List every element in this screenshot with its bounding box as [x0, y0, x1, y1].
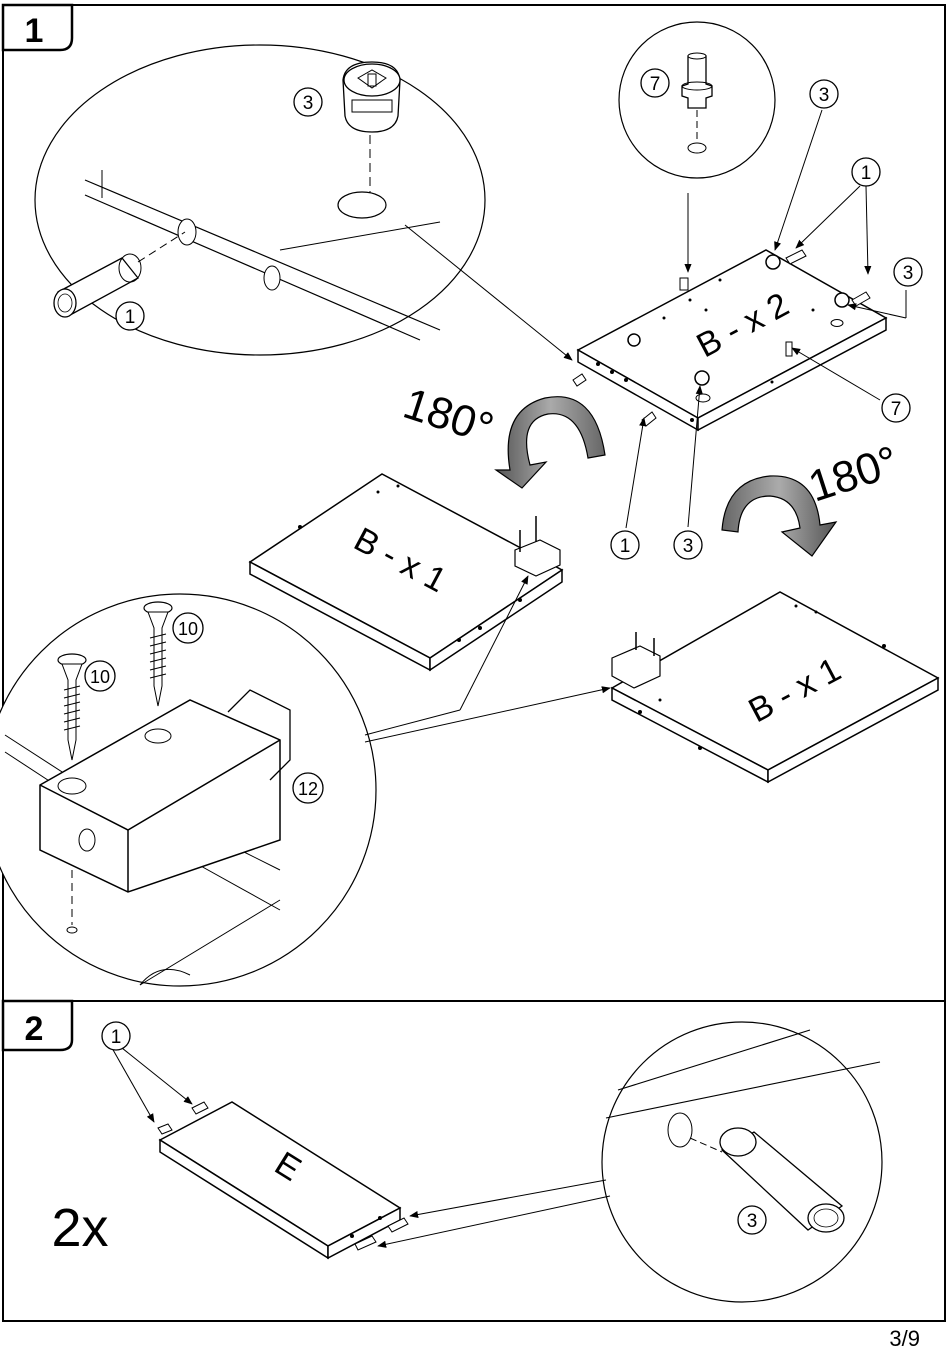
svg-text:1: 1	[861, 163, 872, 184]
rotation-arrow-left: 180°	[398, 379, 605, 488]
step-2-badge: 2	[3, 1001, 72, 1050]
svg-text:10: 10	[178, 619, 198, 639]
rotation-left-label: 180°	[398, 379, 500, 454]
callout-dowel-zoom: 1	[116, 302, 144, 330]
callout-bracket: 12	[293, 773, 323, 803]
svg-text:12: 12	[298, 779, 318, 799]
svg-text:3: 3	[747, 1211, 758, 1232]
page-number: 3/9	[889, 1326, 920, 1352]
panel-e: E	[158, 1102, 408, 1258]
zoom-dowel-step2	[602, 1022, 882, 1302]
svg-text:1: 1	[125, 307, 136, 328]
panel-b-x1-right: B - x 1	[612, 592, 938, 782]
svg-text:3: 3	[819, 85, 830, 106]
svg-text:1: 1	[620, 536, 631, 557]
svg-text:7: 7	[891, 399, 902, 420]
step-1-badge: 1	[3, 5, 72, 50]
callout-cam-mid: 3	[674, 531, 702, 559]
callout-pin-zoom: 7	[641, 69, 669, 97]
callout-cam-top-b: 3	[894, 258, 922, 286]
svg-text:3: 3	[903, 263, 914, 284]
svg-text:3: 3	[683, 536, 694, 557]
callout-dowel-top: 1	[852, 158, 880, 186]
callout-screw-a: 10	[85, 661, 115, 691]
callout-screw-b: 10	[173, 613, 203, 643]
quantity-label: 2x	[51, 1198, 108, 1258]
zoom-dowel-cam	[35, 45, 485, 355]
callout-dowel-mid: 1	[611, 531, 639, 559]
callout-pin-top: 7	[882, 394, 910, 422]
svg-text:3: 3	[303, 93, 314, 114]
panel-b-x2: B - x 2	[573, 250, 886, 430]
svg-text:10: 10	[90, 667, 110, 687]
svg-text:7: 7	[650, 74, 661, 95]
step-1-number: 1	[25, 12, 44, 50]
zoom-pin	[619, 22, 775, 178]
svg-text:2x: 2x	[51, 1198, 108, 1258]
callout-cam-zoom: 3	[294, 88, 322, 116]
svg-text:1: 1	[111, 1027, 122, 1048]
callout-step2-dowel: 1	[102, 1022, 130, 1050]
callout-cam-top-a: 3	[810, 80, 838, 108]
rotation-right-label: 180°	[803, 437, 905, 512]
callout-step2-cam: 3	[738, 1206, 766, 1234]
step-2-number: 2	[25, 1010, 44, 1048]
rotation-arrow-right: 180°	[722, 437, 904, 556]
